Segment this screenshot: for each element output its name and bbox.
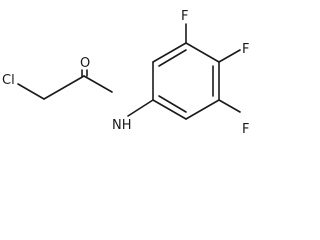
ring-bond-2-3 (152, 42, 187, 63)
atom-label-layer: Cl O NH F F F (2, 9, 249, 137)
bond-cl-ch2 (17, 83, 45, 100)
chemical-structure-diagram: Cl O NH F F F (2, 9, 249, 137)
bond-ch2-carbonyl (43, 75, 85, 100)
bond-ring-fluorine-bottom (218, 99, 241, 113)
bond-layer (17, 23, 241, 120)
ring-bond-5-6 (185, 99, 220, 120)
ring-double-bond-a (158, 49, 187, 67)
bond-carbonyl-nitrogen (83, 75, 113, 93)
atom-chlorine: Cl (2, 73, 15, 88)
atom-fluorine-bottom: F (242, 122, 249, 137)
ring-double-bond-c (158, 95, 187, 113)
atom-nitrogen-hydrogen: NH (112, 118, 132, 133)
bond-ring-fluorine-right (218, 49, 241, 63)
atom-oxygen: O (80, 56, 90, 71)
atom-fluorine-right: F (242, 42, 249, 57)
bond-nitrogen-ring (127, 99, 154, 117)
atom-fluorine-top: F (181, 9, 188, 24)
ring-bond-6-1 (152, 99, 187, 120)
ring-bond-3-4 (185, 42, 220, 63)
